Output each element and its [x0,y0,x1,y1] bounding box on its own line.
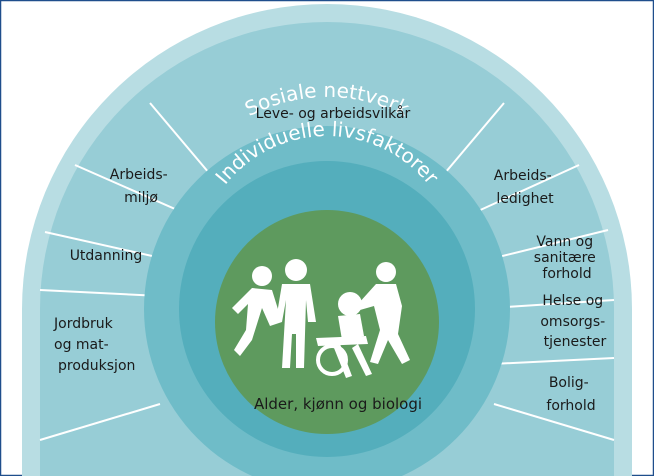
segment-vann-label: Vann og sanitære forhold [534,234,600,282]
segment-utdanning-label: Utdanning [70,248,143,264]
people-silhouettes-icon [232,259,410,378]
segment-jordbruk-label: Jordbruk og mat- produksjon [53,316,135,374]
segment-helse-label: Helse og omsorgs- tjenester [540,293,609,350]
segment-bolig-label: Bolig- forhold [546,375,595,414]
segment-arbeidsmiljo-label: Arbeids- miljø [110,167,172,206]
core-label: Alder, kjønn og biologi [254,395,422,413]
segment-arbeidsledighet-label: Arbeids- ledighet [494,168,556,207]
segment-leve-label: Leve- og arbeidsvilkår [256,105,411,122]
